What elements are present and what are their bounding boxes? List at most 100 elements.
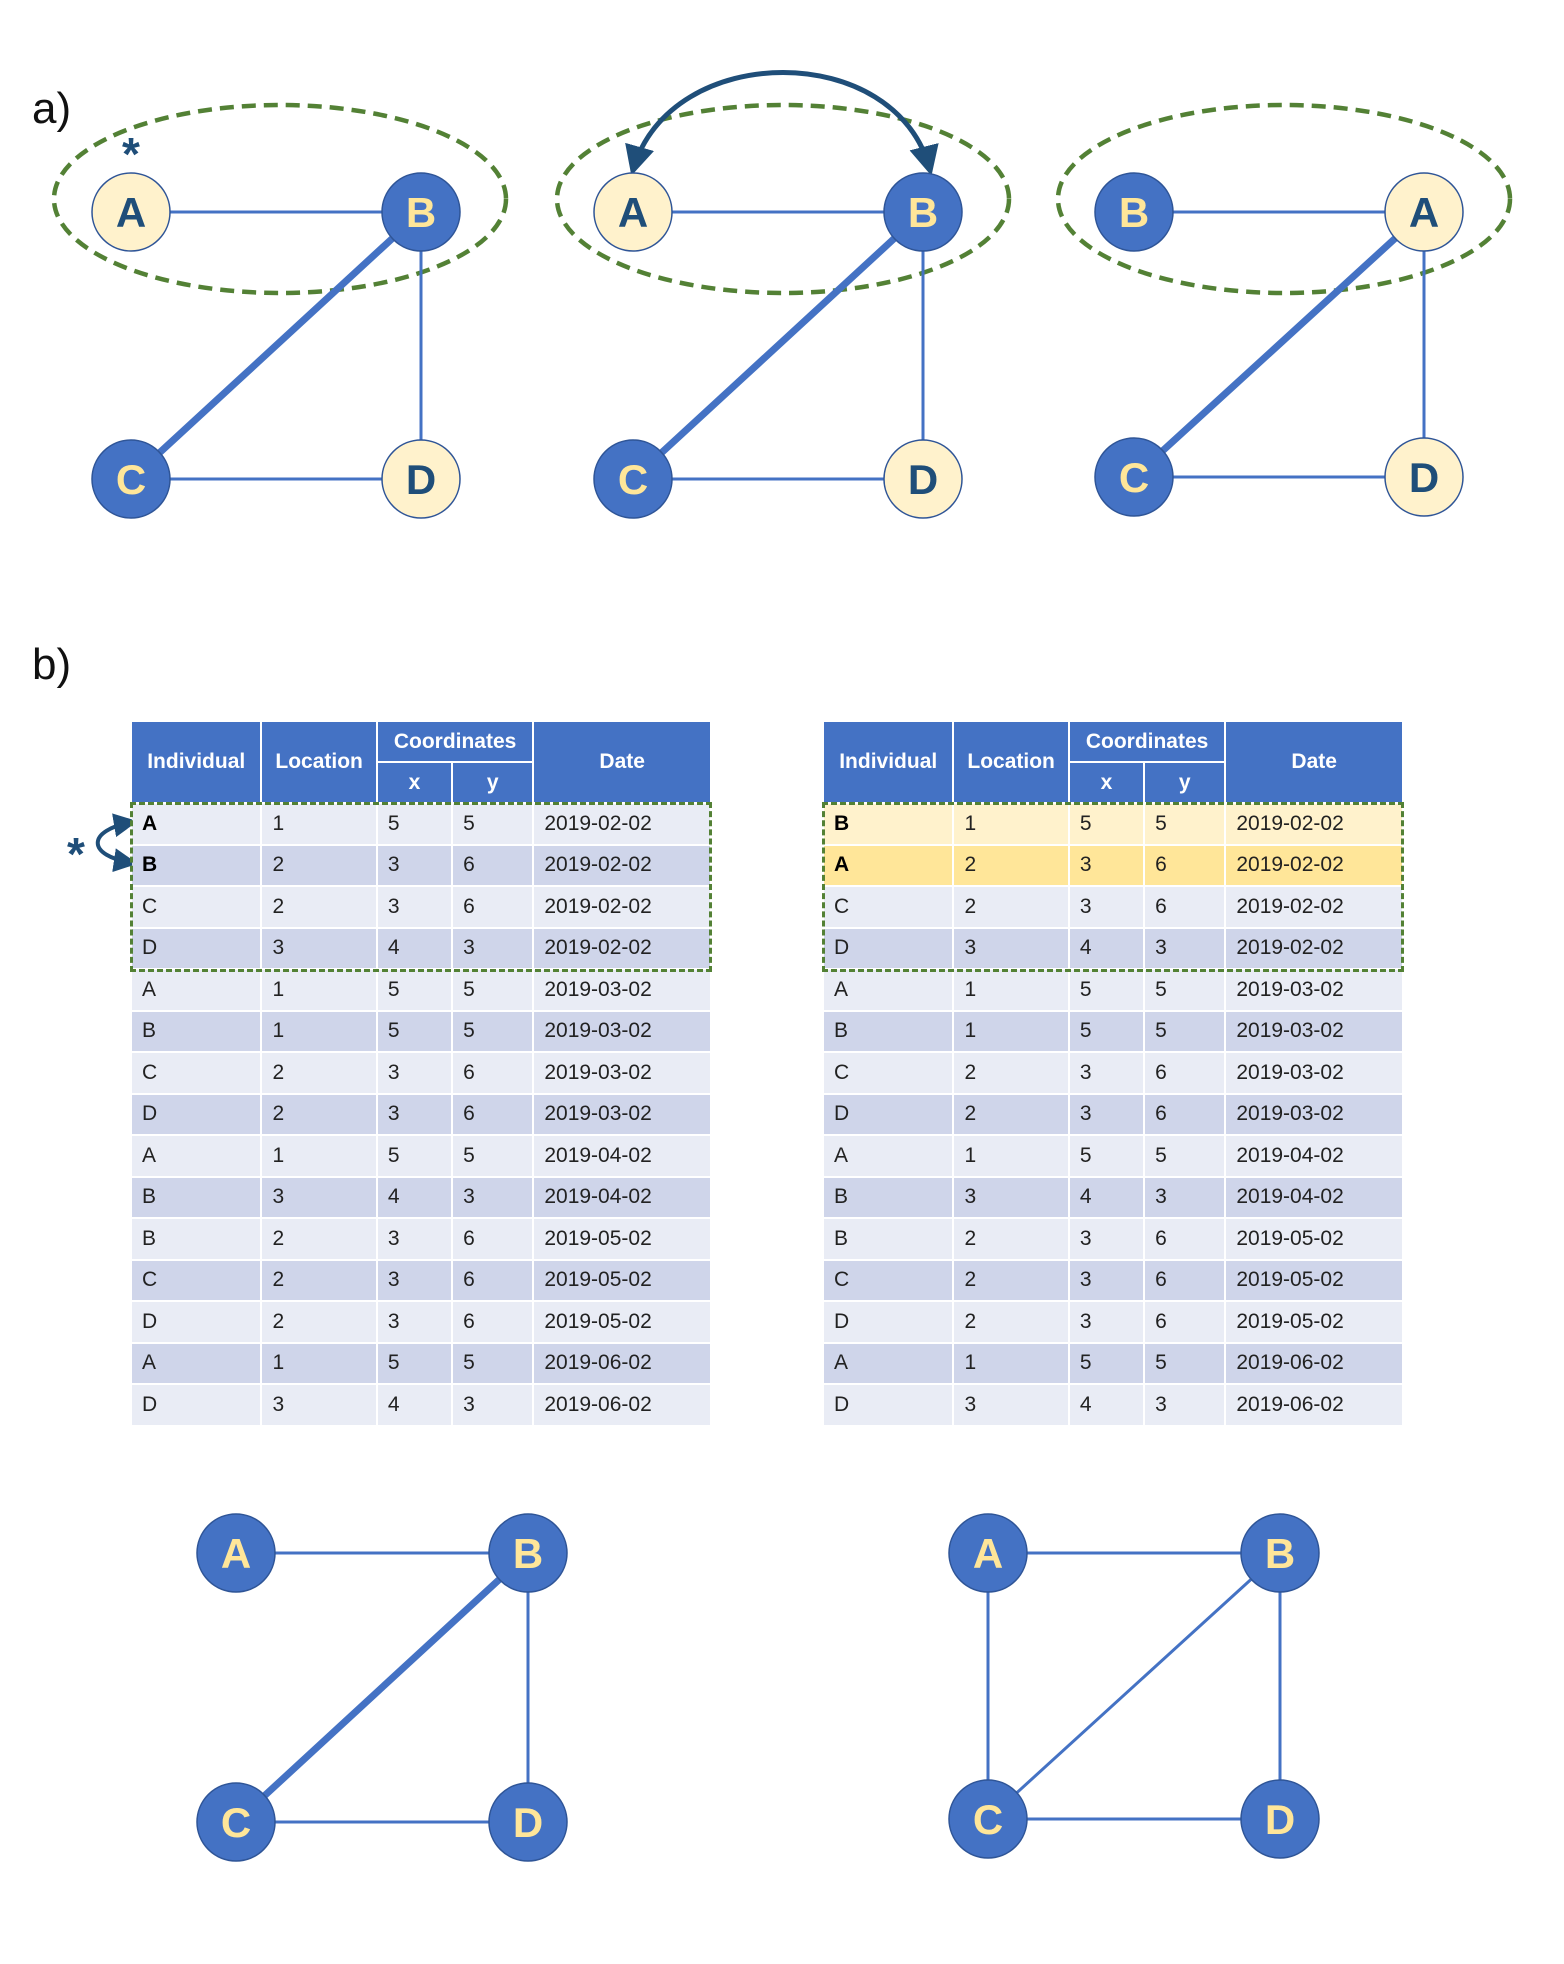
node-label: A <box>221 1530 251 1577</box>
cell-y: 6 <box>453 887 533 927</box>
node-c <box>91 439 171 519</box>
cell-y: 6 <box>1145 1219 1225 1259</box>
cell-individual: B <box>824 804 953 844</box>
cell-date: 2019-04-02 <box>534 1136 710 1176</box>
header-x: x <box>377 763 452 802</box>
node-a <box>91 172 171 252</box>
header-coordinates: Coordinates <box>1069 722 1225 761</box>
node-a <box>1384 172 1464 252</box>
cell-individual: A <box>824 1343 953 1383</box>
cell-x: 4 <box>377 928 452 968</box>
cell-location: 2 <box>954 1260 1068 1300</box>
header-location: Location <box>262 722 376 802</box>
cell-location: 3 <box>954 928 1068 968</box>
cell-y: 6 <box>1145 1302 1225 1342</box>
cell-individual: A <box>824 1136 953 1176</box>
cell-location: 2 <box>954 1053 1068 1093</box>
cell-y: 6 <box>453 1053 533 1093</box>
cell-individual: D <box>824 1385 953 1425</box>
cell-y: 6 <box>1145 1260 1225 1300</box>
cell-location: 2 <box>954 1094 1068 1134</box>
node-b <box>1094 172 1174 252</box>
cell-y: 3 <box>453 928 533 968</box>
panel-label-a: a) <box>32 84 72 133</box>
cell-location: 2 <box>262 845 376 885</box>
node-b <box>1240 1513 1320 1593</box>
cell-individual: D <box>824 928 953 968</box>
observation-table-left: Individual Location Coordinates Date x y… <box>130 720 712 1427</box>
cell-x: 5 <box>377 970 452 1010</box>
cell-x: 5 <box>377 1011 452 1051</box>
cell-date: 2019-06-02 <box>534 1343 710 1383</box>
cell-x: 5 <box>377 1343 452 1383</box>
cell-x: 3 <box>377 1219 452 1259</box>
node-a <box>196 1513 276 1593</box>
cell-x: 4 <box>377 1385 452 1425</box>
cell-individual: B <box>132 1011 261 1051</box>
cell-individual: B <box>132 1219 261 1259</box>
cell-location: 2 <box>262 887 376 927</box>
cell-individual: C <box>132 1053 261 1093</box>
node-label: D <box>513 1799 543 1846</box>
cell-individual: A <box>824 845 953 885</box>
cell-location: 2 <box>262 1219 376 1259</box>
node-label: A <box>116 189 146 236</box>
cell-date: 2019-06-02 <box>1226 1385 1402 1425</box>
group-box-right <box>822 802 1404 972</box>
node-label: A <box>1409 189 1439 236</box>
cell-x: 3 <box>1069 1302 1144 1342</box>
cell-date: 2019-02-02 <box>1226 887 1402 927</box>
cell-individual: C <box>824 1053 953 1093</box>
node-label: C <box>618 456 648 503</box>
cell-y: 6 <box>1145 845 1225 885</box>
cell-location: 1 <box>954 1343 1068 1383</box>
cell-y: 5 <box>1145 970 1225 1010</box>
cell-date: 2019-03-02 <box>534 1053 710 1093</box>
cell-x: 4 <box>377 1177 452 1217</box>
node-label: B <box>406 189 436 236</box>
cell-date: 2019-05-02 <box>534 1219 710 1259</box>
asterisk-marker: * <box>67 828 85 880</box>
cell-location: 1 <box>262 1343 376 1383</box>
cell-x: 3 <box>377 887 452 927</box>
group-box-left <box>130 802 712 972</box>
node-label: D <box>1265 1796 1295 1843</box>
header-date: Date <box>534 722 710 802</box>
node-c <box>196 1782 276 1862</box>
node-label: D <box>1409 454 1439 501</box>
cell-y: 5 <box>1145 1343 1225 1383</box>
header-individual: Individual <box>824 722 953 802</box>
edge-b-c <box>986 1551 1282 1821</box>
cell-y: 3 <box>1145 1385 1225 1425</box>
cell-date: 2019-03-02 <box>534 970 710 1010</box>
cell-date: 2019-02-02 <box>534 804 710 844</box>
cell-date: 2019-02-02 <box>534 887 710 927</box>
cell-y: 5 <box>453 804 533 844</box>
cell-individual: A <box>132 1343 261 1383</box>
panel-label-b: b) <box>32 640 72 689</box>
cell-y: 5 <box>1145 804 1225 844</box>
cell-individual: D <box>132 1094 261 1134</box>
cell-y: 6 <box>453 1219 533 1259</box>
edge-b-c <box>128 209 424 482</box>
cell-x: 3 <box>1069 1219 1144 1259</box>
cell-date: 2019-05-02 <box>534 1302 710 1342</box>
cell-x: 3 <box>1069 1053 1144 1093</box>
cell-location: 2 <box>954 845 1068 885</box>
node-label: C <box>116 456 146 503</box>
cell-x: 5 <box>1069 804 1144 844</box>
cell-individual: B <box>132 1177 261 1217</box>
cell-location: 1 <box>262 970 376 1010</box>
node-label: B <box>513 1530 543 1577</box>
cell-individual: B <box>824 1219 953 1259</box>
cell-y: 5 <box>453 1343 533 1383</box>
